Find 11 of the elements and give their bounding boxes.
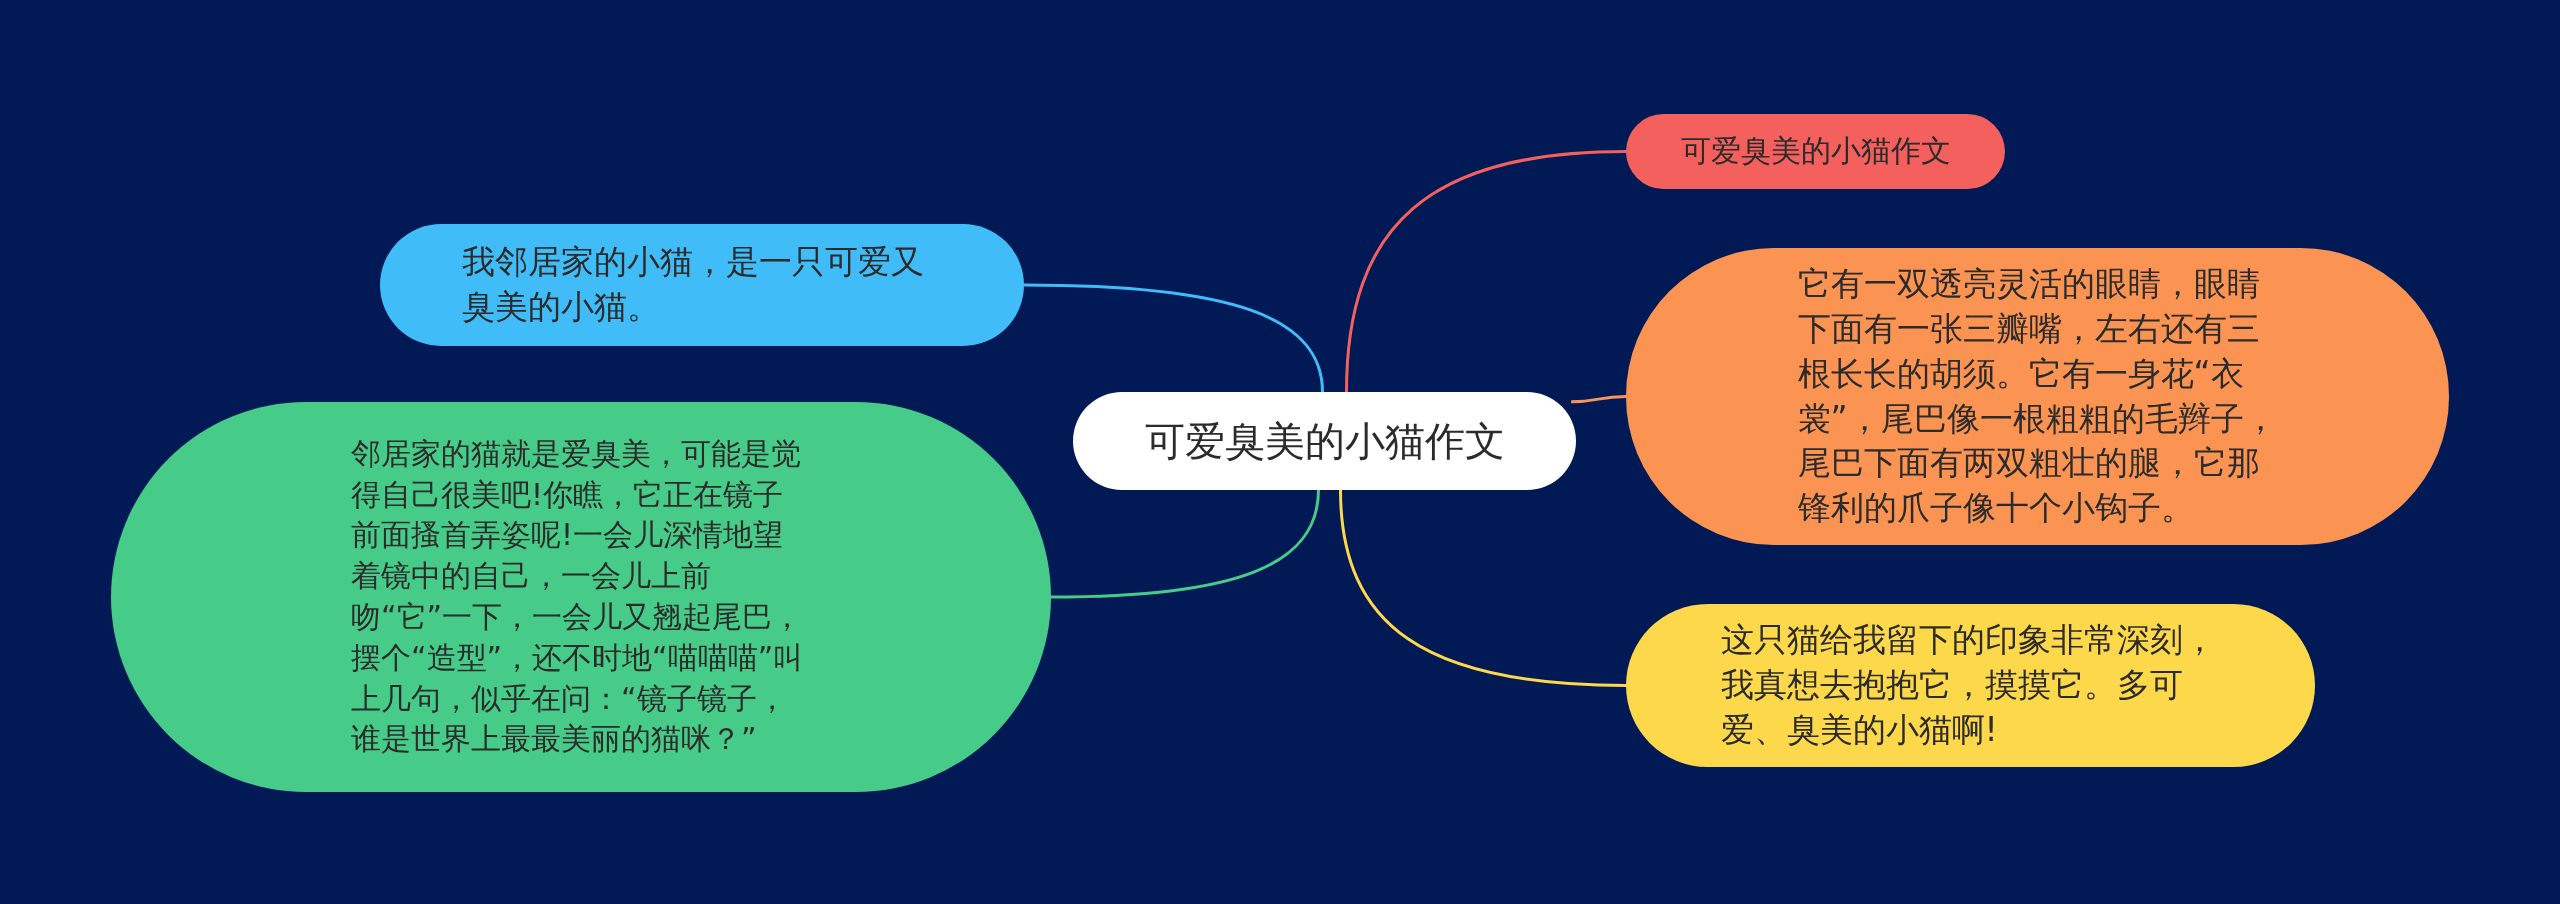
branch-connector <box>1050 489 1320 599</box>
topic-text: 它有一双透亮灵活的眼睛，眼睛下面有一张三瓣嘴，左右还有三根长长的胡须。它有一身花“衣裳”，尾巴像一根粗粗的毛辫子，尾巴下面有两双粗壮的腿，它那锋利的爪子像十个小钩子。 <box>1797 262 2278 530</box>
topic-text: 邻居家的猫就是爱臭美，可能是觉得自己很美吧!你瞧，它正在镜子前面搔首弄姿呢!一会儿深情地望着镜中的自己，一会儿上前吻“它”一下，一会儿又翘起尾巴，摆个“造型”，还不时地“喵喵喵”叫上几句，似乎在问：“镜子镜子，谁是世界上最最美丽的猫咪？” <box>351 434 805 759</box>
central-title: 可爱臭美的小猫作文 <box>1144 416 1505 466</box>
branch-connector <box>1339 489 1627 687</box>
topic-text: 这只猫给我留下的印象非常深刻，我真想去抱抱它，摸摸它。多可爱、臭美的小猫啊! <box>1720 619 2217 751</box>
topic-text: 我邻居家的小猫，是一只可爱又臭美的小猫。 <box>462 241 925 328</box>
branch-connector <box>1571 395 1627 404</box>
branch-connector <box>1023 283 1324 393</box>
branch-connector <box>1345 150 1627 393</box>
topic-text: 可爱臭美的小猫作文 <box>1680 132 1951 171</box>
